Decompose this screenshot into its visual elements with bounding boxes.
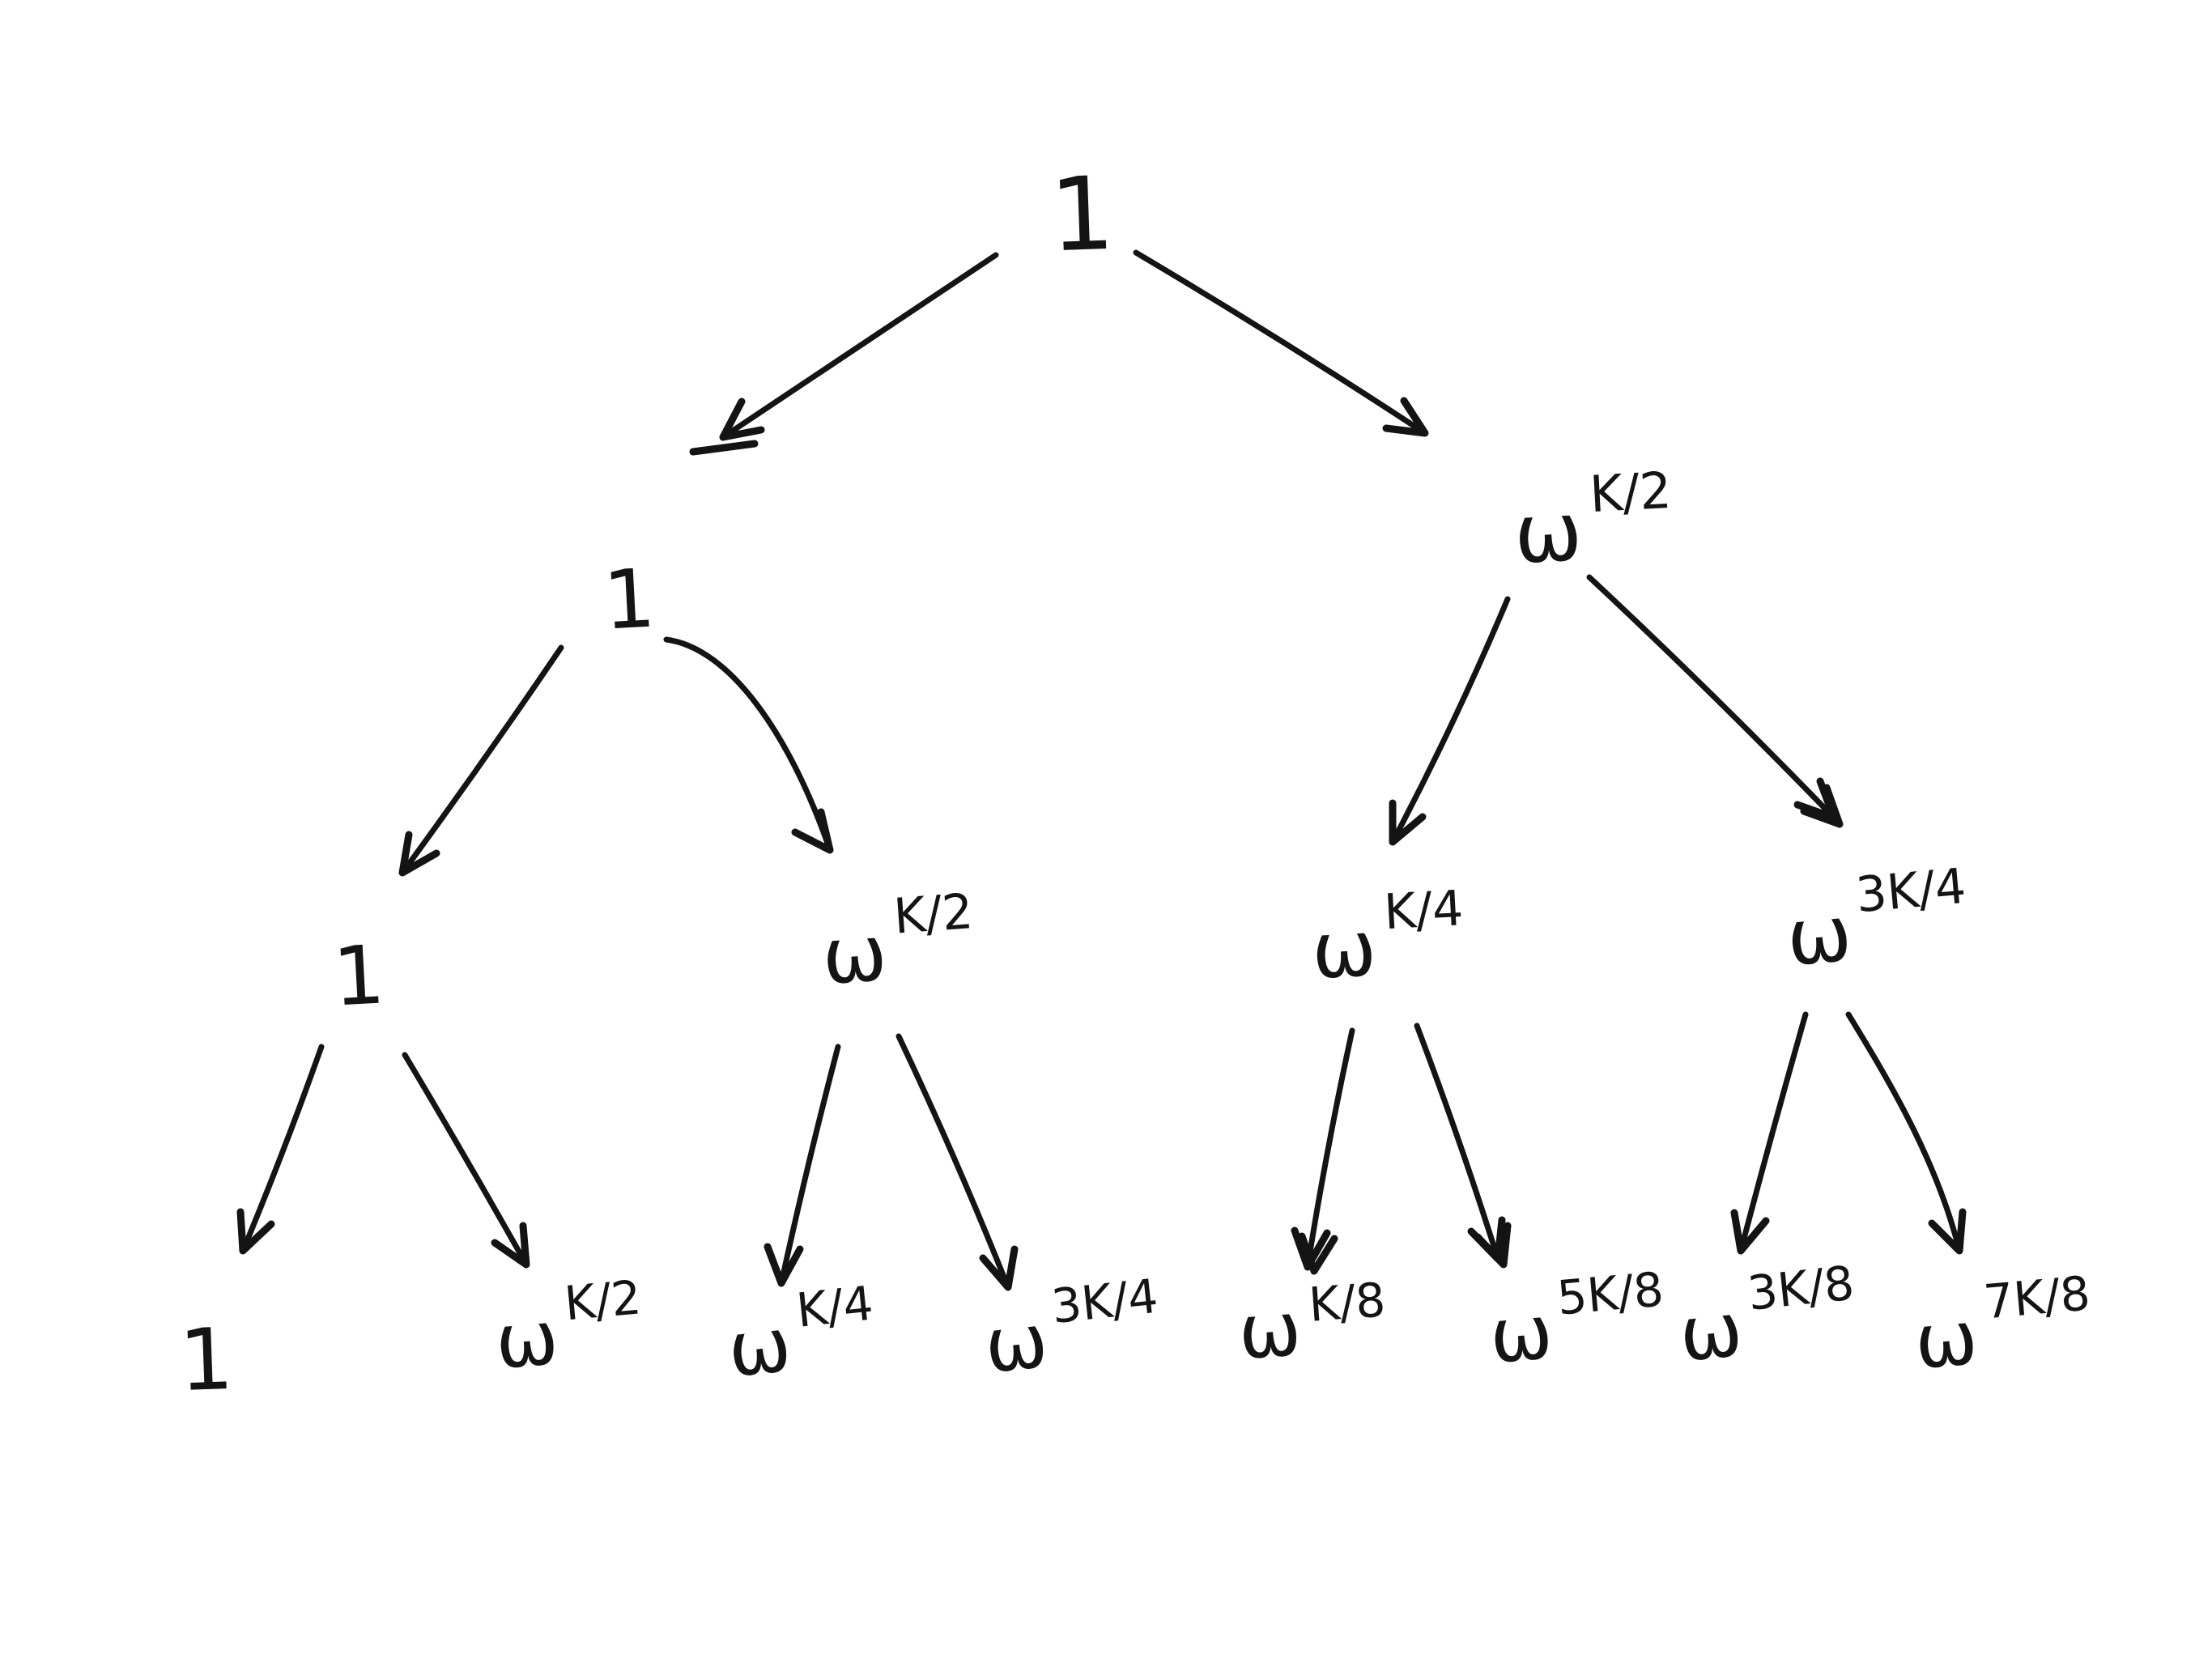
node-rlr: ω5K/8	[1485, 1261, 1670, 1380]
edge-l-lr	[663, 636, 834, 854]
node-r: ωK/2	[1511, 461, 1676, 582]
edge-ll-llr	[402, 1052, 530, 1269]
node-rl: ωK/4	[1308, 880, 1467, 997]
edge-lr-lrl	[764, 1044, 841, 1287]
edge-lr-lrr	[895, 1033, 1019, 1291]
edge-r-rr	[1586, 574, 1844, 828]
node-rrl: ω3K/8	[1674, 1256, 1862, 1379]
node-root: 1	[1048, 155, 1117, 275]
node-lr: ωK/2	[818, 883, 978, 1002]
edge-root-l	[689, 252, 999, 456]
edge-rl-rlr	[1414, 1022, 1512, 1269]
edge-r-rl	[1389, 596, 1511, 846]
edge-ll-lll	[236, 1044, 325, 1255]
edge-rr-rrr	[1845, 1011, 1967, 1255]
node-rr: ω3K/4	[1781, 858, 1972, 984]
edge-rr-rrl	[1730, 1011, 1809, 1255]
node-lrl: ωK/4	[722, 1275, 881, 1393]
node-llr: ωK/2	[491, 1269, 648, 1386]
edge-l-ll	[398, 644, 564, 877]
node-rll: ωK/8	[1235, 1272, 1389, 1376]
node-rrr: ω7K/8	[1910, 1265, 2097, 1386]
edge-root-r	[1133, 249, 1429, 437]
node-lrr: ω3K/4	[979, 1269, 1166, 1390]
node-ll: 1	[330, 927, 387, 1024]
node-l: 1	[601, 551, 657, 648]
edge-rl-rll	[1291, 1027, 1355, 1275]
node-lll: 1	[177, 1310, 235, 1410]
